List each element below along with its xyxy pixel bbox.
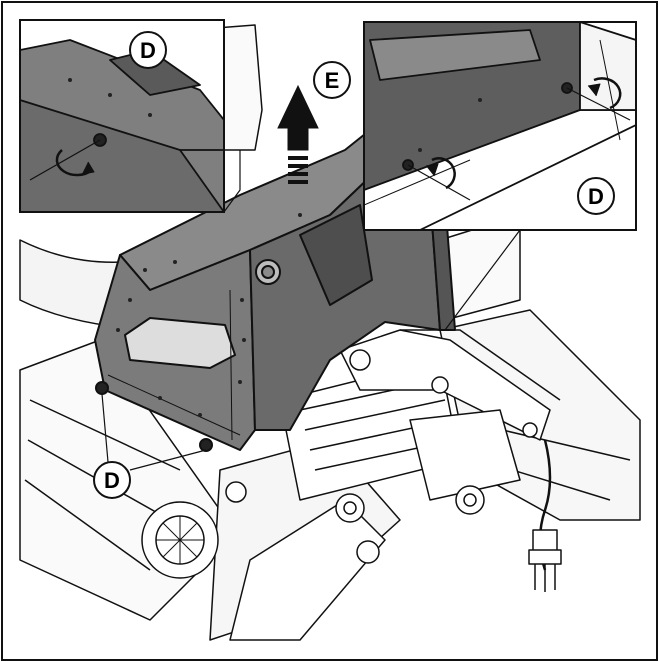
inset-right: D [363, 21, 637, 331]
unscrew-rotation-icon [55, 149, 95, 177]
screw-left [95, 381, 109, 395]
callout-lift: E [325, 68, 340, 93]
unscrew-rotation-icon [425, 77, 622, 190]
callout-inset-right: D [588, 184, 604, 209]
lift-arrow-icon [277, 84, 319, 184]
callout-bottom: D [104, 468, 120, 493]
callout-inset-left: D [140, 38, 156, 63]
protective-cover [94, 129, 456, 452]
screw-right [199, 438, 213, 452]
bottom-screws-callout: D [93, 393, 207, 499]
inset-left: D [19, 19, 241, 213]
